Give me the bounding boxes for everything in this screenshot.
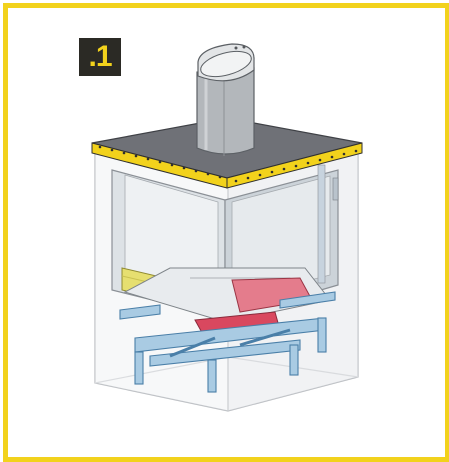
blue-frame xyxy=(119,291,336,393)
exhaust-stack xyxy=(196,43,255,156)
figure-frame xyxy=(3,3,449,462)
figure-number-badge: .1 xyxy=(79,38,121,76)
